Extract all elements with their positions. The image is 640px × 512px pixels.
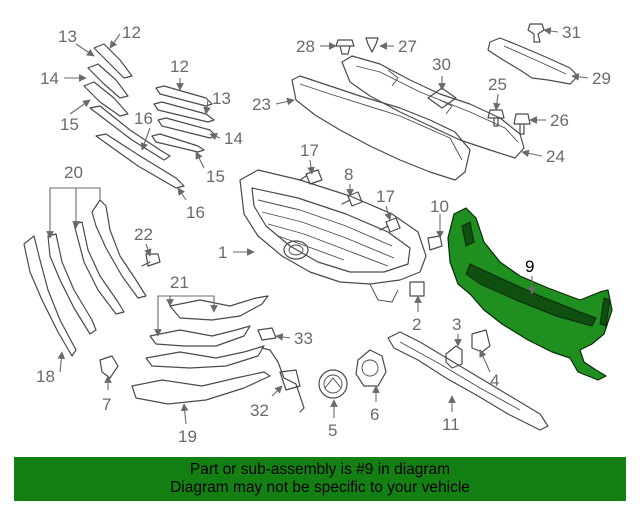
- callout-24: 24: [546, 147, 565, 166]
- callout-16b: 16: [186, 203, 205, 222]
- callout-27: 27: [398, 37, 417, 56]
- strips-12-16-center: [151, 85, 217, 153]
- callout-13a: 13: [58, 27, 77, 46]
- callout-11: 11: [442, 415, 460, 434]
- callout-18: 18: [36, 367, 55, 386]
- strips-12-16-left: [83, 43, 185, 189]
- callout-31: 31: [562, 23, 581, 42]
- callout-21: 21: [170, 273, 189, 292]
- callout-5: 5: [328, 421, 337, 440]
- part-4-bracket: [471, 329, 491, 353]
- part-32-harness: [261, 347, 305, 413]
- callout-12b: 12: [170, 57, 189, 76]
- fastener-2: [409, 281, 425, 297]
- callout-26: 26: [550, 111, 569, 130]
- part-24-upper-tie-bar: [341, 55, 525, 159]
- fastener-22: [141, 253, 161, 267]
- callout-9: 9: [525, 257, 534, 276]
- part-20-side-trims: [23, 199, 147, 357]
- fastener-26-bolt: [513, 113, 531, 135]
- part-11-lower-shield: [387, 331, 549, 431]
- fastener-17-lower: [379, 217, 401, 233]
- callout-14a: 14: [40, 69, 59, 88]
- fastener-28-clip: [335, 39, 355, 55]
- part-33-sensor: [257, 327, 277, 341]
- part-7-bracket: [99, 355, 119, 379]
- callout-16a: 16: [134, 109, 153, 128]
- fastener-31-clip: [527, 23, 545, 43]
- part-5-emblem: [318, 369, 348, 399]
- callout-15b: 15: [206, 167, 225, 186]
- callout-1: 1: [218, 243, 227, 262]
- leader-lines: [46, 27, 589, 425]
- fastener-8: [341, 191, 363, 207]
- notice-banner: Part or sub-assembly is #9 in diagram Di…: [14, 457, 626, 501]
- callout-28: 28: [296, 37, 315, 56]
- callout-6: 6: [370, 405, 379, 424]
- callout-22: 22: [134, 225, 153, 244]
- callout-15a: 15: [60, 115, 79, 134]
- callout-29: 29: [592, 69, 611, 88]
- part-1-grille: [239, 169, 427, 303]
- callout-8: 8: [344, 165, 353, 184]
- callout-33: 33: [294, 329, 313, 348]
- part-3-bracket: [445, 345, 463, 369]
- callout-10: 10: [430, 197, 449, 216]
- callout-12a: 12: [122, 23, 141, 42]
- callout-20: 20: [64, 163, 83, 182]
- part-30-label: [427, 87, 457, 109]
- callout-13b: 13: [212, 89, 231, 108]
- part-6-emblem-base: [355, 349, 387, 387]
- callout-14b: 14: [224, 129, 243, 148]
- part-23-upper-cover: [291, 75, 471, 181]
- parts-diagram: 1 2 3 4 5 6 7 8 9 10 11 12 12 13 13 14 1…: [23, 23, 613, 446]
- callout-19: 19: [178, 427, 197, 446]
- callout-30: 30: [432, 55, 451, 74]
- callout-25: 25: [488, 75, 507, 94]
- part-21-lower-moldings: [145, 295, 269, 369]
- fastener-10-clip: [427, 235, 443, 251]
- part-9-highlighted: [447, 207, 613, 381]
- callout-32: 32: [250, 401, 269, 420]
- callout-17b: 17: [376, 187, 395, 206]
- part-19-lower-bar: [131, 371, 271, 405]
- part-29-bracket: [487, 37, 579, 85]
- banner-line-2: Diagram may not be specific to your vehi…: [170, 479, 470, 496]
- callout-4: 4: [490, 371, 499, 390]
- callout-2: 2: [412, 315, 421, 334]
- callout-7: 7: [102, 395, 111, 414]
- callout-3: 3: [452, 315, 461, 334]
- callout-numbers: 1 2 3 4 5 6 7 8 9 10 11 12 12 13 13 14 1…: [36, 23, 611, 446]
- fastener-17-upper: [299, 169, 323, 185]
- banner-line-1: Part or sub-assembly is #9 in diagram: [189, 461, 451, 478]
- fastener-27-clip: [365, 37, 379, 53]
- callout-17a: 17: [300, 141, 319, 160]
- callout-23: 23: [252, 95, 271, 114]
